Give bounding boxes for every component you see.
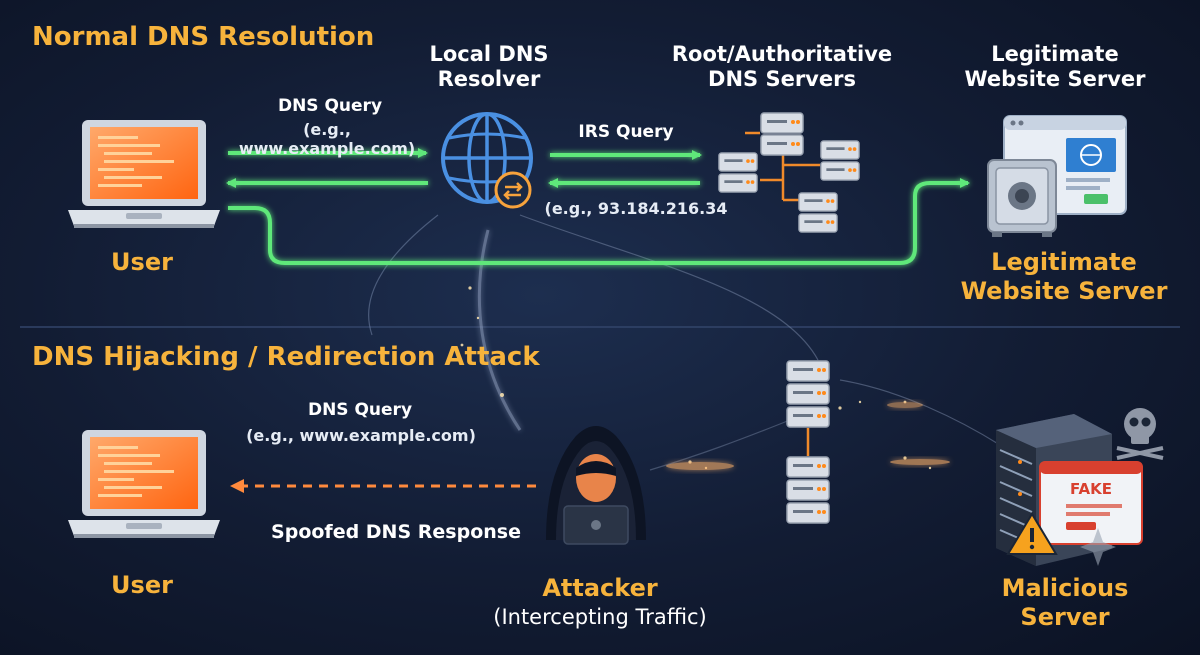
- light-trail: [477, 229, 522, 431]
- warning-icon: [1006, 512, 1058, 555]
- attack-user-label: User: [111, 571, 173, 599]
- laptop-icon: [68, 120, 220, 228]
- attack-dns-query-example: (e.g., www.example.com): [246, 426, 476, 445]
- attack-arrows: [228, 456, 982, 570]
- attacker-sublabel: (Intercepting Traffic): [493, 605, 707, 629]
- resolver-label: Local DNS Resolver: [429, 42, 549, 92]
- ip-response-label: (e.g., 93.184.216.34: [544, 199, 728, 218]
- light-trail: [839, 379, 1001, 446]
- browser-window-icon: [1039, 461, 1143, 545]
- server-rack-icon: [718, 112, 860, 233]
- light-trail: [519, 214, 819, 361]
- attack-section-heading: DNS Hijacking / Redirection Attack: [32, 342, 540, 372]
- fake-badge: FAKE: [1069, 480, 1112, 498]
- attack-dns-query-label: DNS Query: [307, 400, 413, 420]
- spoofed-response-label: Spoofed DNS Response: [271, 521, 521, 543]
- normal-dns-query-example: (e.g., www.example.com): [238, 120, 416, 159]
- irs-query-label: IRS Query: [578, 122, 674, 142]
- server-rack-icon: [786, 360, 830, 524]
- hooded-attacker-icon: [546, 426, 646, 545]
- safe-icon: [987, 159, 1057, 237]
- sparkle-icon: [1080, 528, 1116, 566]
- malicious-server-label: Malicious Server: [1001, 574, 1129, 631]
- globe-icon: [441, 112, 533, 209]
- root-servers-label: Root/Authoritative DNS Servers: [671, 42, 893, 92]
- legit-server-top-label: Legitimate Website Server: [964, 42, 1146, 92]
- sparkles: [460, 286, 932, 470]
- light-trail: [368, 214, 439, 336]
- normal-arrows: [226, 148, 970, 265]
- glow-spot: [887, 402, 923, 408]
- attacker-label: Attacker: [542, 574, 658, 602]
- normal-user-label: User: [111, 248, 173, 276]
- skull-icon: [1116, 408, 1164, 460]
- glow-spot: [666, 462, 734, 470]
- light-trail: [649, 419, 791, 471]
- normal-dns-query-label: DNS Query: [277, 96, 383, 116]
- laptop-icon: [68, 430, 220, 538]
- glow-spot: [890, 459, 950, 465]
- legit-server-bottom-label: Legitimate Website Server: [960, 248, 1168, 305]
- normal-section-heading: Normal DNS Resolution: [32, 22, 375, 52]
- sync-badge: [494, 171, 532, 209]
